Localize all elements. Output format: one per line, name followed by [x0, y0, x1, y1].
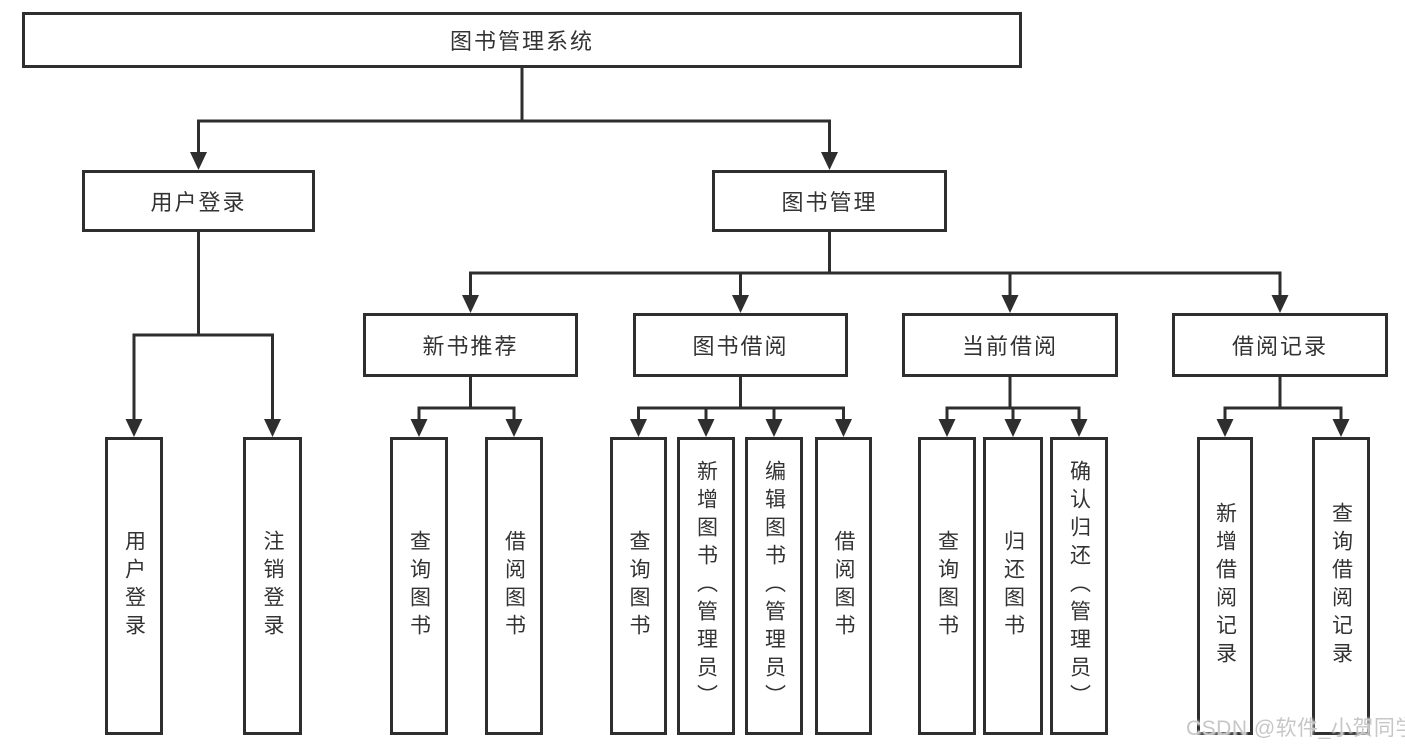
box-label: 用户登录: [150, 190, 247, 215]
leaf-borrow-books-borrowing: 借阅图书: [815, 437, 872, 735]
leaf-label: 查询图书: [627, 530, 650, 642]
box-borrow-records: 借阅记录: [1172, 313, 1388, 377]
box-current-borrowing: 当前借阅: [902, 313, 1118, 377]
leaf-confirm-return-admin: 确认归还（管理员）: [1050, 437, 1108, 735]
box-new-book-recommend: 新书推荐: [363, 313, 578, 377]
box-label: 图书管理: [781, 190, 878, 215]
leaf-borrow-books-recommend: 借阅图书: [485, 437, 543, 735]
leaf-user-login: 用户登录: [105, 437, 163, 735]
leaf-label: 查询图书: [935, 530, 959, 642]
leaf-logout: 注销登录: [243, 437, 302, 735]
leaf-label: 注销登录: [261, 530, 284, 642]
box-label: 当前借阅: [961, 334, 1058, 359]
leaf-query-books-recommend: 查询图书: [390, 437, 448, 735]
leaf-add-borrow-record: 新增借阅记录: [1197, 437, 1253, 735]
leaf-label: 新增图书（管理员）: [694, 460, 718, 712]
leaf-add-book-admin: 新增图书（管理员）: [677, 437, 735, 735]
leaf-label: 查询借阅记录: [1329, 502, 1353, 670]
box-library-system: 图书管理系统: [22, 12, 1022, 68]
leaf-query-borrow-record: 查询借阅记录: [1312, 437, 1370, 735]
box-label: 图书管理系统: [449, 29, 594, 54]
box-user-login: 用户登录: [82, 170, 315, 232]
leaf-query-books-current: 查询图书: [918, 437, 976, 735]
leaf-label: 用户登录: [122, 530, 146, 642]
box-label: 新书推荐: [422, 334, 519, 359]
box-label: 借阅记录: [1231, 334, 1328, 359]
leaf-label: 借阅图书: [502, 530, 526, 642]
leaf-label: 确认归还（管理员）: [1067, 460, 1091, 712]
leaf-label: 查询图书: [407, 530, 431, 642]
leaf-label: 编辑图书（管理员）: [762, 460, 786, 712]
watermark: CSDN @软件_小贺同学: [1186, 717, 1405, 740]
leaf-label: 归还图书: [1001, 530, 1025, 642]
box-book-management: 图书管理: [712, 170, 947, 232]
leaf-edit-book-admin: 编辑图书（管理员）: [745, 437, 803, 735]
box-label: 图书借阅: [692, 334, 789, 359]
leaf-query-books-borrowing: 查询图书: [610, 437, 667, 735]
leaf-label: 借阅图书: [832, 530, 855, 642]
leaf-return-books: 归还图书: [983, 437, 1043, 735]
leaf-label: 新增借阅记录: [1213, 502, 1237, 670]
box-book-borrowing: 图书借阅: [633, 313, 848, 377]
